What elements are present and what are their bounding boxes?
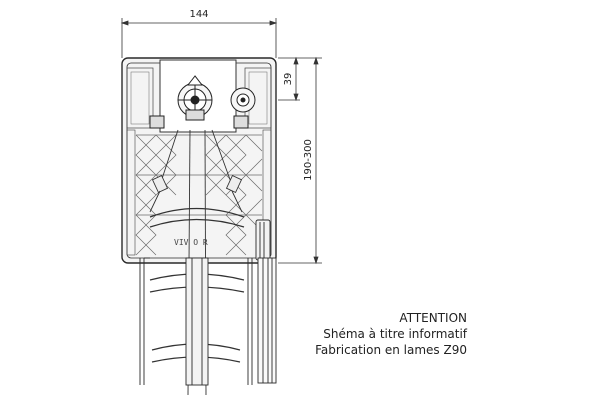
width-dimension [120,18,278,58]
guide-rail [255,219,277,384]
note-line-attention: ATTENTION [399,311,467,325]
housing-label: VIV O R [174,238,208,247]
height-dimensions [278,56,322,265]
width-dimension-label: 144 [189,9,208,20]
note-line-schema: Shéma à titre informatif [323,327,467,341]
note-line-fabrication: Fabrication en lames Z90 [315,343,467,357]
lower-frame [139,257,253,386]
top-height-dimension-label: 39 [283,73,294,86]
attention-note: ATTENTION Shéma à titre informatif Fabri… [315,310,467,358]
motor-assembly [149,59,256,133]
total-height-dimension-label: 190-300 [303,139,314,181]
